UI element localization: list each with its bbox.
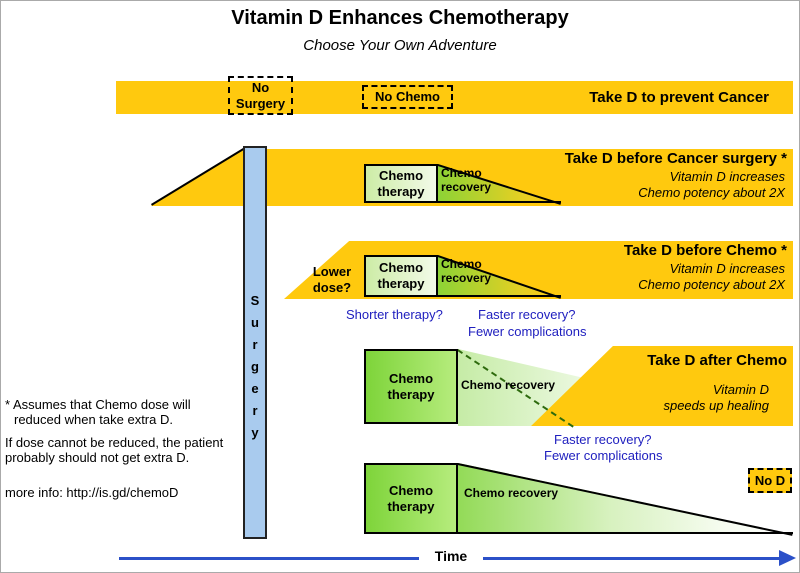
before-chemo-recovery-label: Chemo recovery: [441, 257, 492, 286]
no-surgery-box: No Surgery: [228, 76, 293, 115]
before-chemo-chemo-label: Chemo therapy: [377, 260, 425, 291]
time-axis-label: Time: [419, 546, 483, 566]
footnote-line-4: probably should not get extra D.: [5, 450, 190, 465]
no-d-recovery-base-line: [458, 532, 793, 534]
before-surgery-chemo-label: Chemo therapy: [377, 167, 425, 199]
before-surgery-chemo-box: Chemo therapy: [364, 164, 438, 203]
after-chemo-note-line2: speeds up healing: [663, 398, 769, 413]
question-faster-recovery-2: Faster recovery?: [554, 432, 652, 447]
time-arrowhead-icon: [779, 550, 796, 566]
footnote-line-3: If dose cannot be reduced, the patient: [5, 435, 224, 450]
no-d-chemo-box: Chemo therapy: [364, 463, 458, 534]
no-d-box: No D: [748, 468, 792, 493]
no-chemo-label: No Chemo: [375, 89, 440, 105]
before-chemo-note: Vitamin D increases Chemo potency about …: [638, 261, 785, 293]
before-chemo-recovery-base-line: [438, 295, 561, 297]
before-chemo-chemo-box: Chemo therapy: [364, 255, 438, 297]
after-chemo-chemo-box: Chemo therapy: [364, 349, 458, 424]
after-chemo-title: Take D after Chemo: [647, 352, 787, 369]
after-chemo-chemo-label: Chemo therapy: [387, 370, 435, 402]
page-title: Vitamin D Enhances Chemotherapy: [231, 7, 569, 29]
before-surgery-title: Take D before Cancer surgery *: [564, 150, 787, 167]
more-info-url[interactable]: http://is.gd/chemoD: [66, 485, 179, 500]
before-surgery-note-line2: Chemo potency about 2X: [638, 185, 785, 200]
before-chemo-title: Take D before Chemo *: [623, 242, 787, 259]
page-subtitle: Choose Your Own Adventure: [303, 37, 497, 54]
before-chemo-note-line1: Vitamin D increases: [669, 261, 785, 276]
before-surgery-recovery-label: Chemo recovery: [441, 166, 492, 195]
before-chemo-note-line2: Chemo potency about 2X: [638, 277, 785, 292]
before-surgery-recovery-base-line: [438, 201, 561, 203]
surgery-bar-label: Surgery: [247, 293, 263, 447]
lower-dose-label: Lower dose?: [312, 264, 352, 295]
prevent-cancer-title: Take D to prevent Cancer: [589, 89, 769, 106]
footnote-line-1: * Assumes that Chemo dose will: [5, 397, 191, 412]
after-chemo-note-line1: Vitamin D: [712, 382, 769, 397]
question-fewer-complications-2: Fewer complications: [544, 448, 663, 463]
more-info-line: more info: http://is.gd/chemoD: [5, 485, 178, 500]
question-faster-recovery-1: Faster recovery?: [478, 307, 576, 322]
after-chemo-note: Vitamin D speeds up healing: [663, 382, 769, 414]
no-d-recovery-label: Chemo recovery: [464, 486, 559, 500]
no-chemo-box: No Chemo: [362, 85, 453, 109]
more-info-label: more info:: [5, 485, 67, 500]
no-surgery-label: No Surgery: [235, 79, 286, 111]
before-surgery-note: Vitamin D increases Chemo potency about …: [638, 169, 785, 201]
surgery-bar: Surgery: [243, 146, 267, 539]
before-surgery-note-line1: Vitamin D increases: [669, 169, 785, 184]
after-chemo-recovery-label: Chemo recovery: [461, 378, 556, 392]
question-fewer-complications-1: Fewer complications: [468, 324, 587, 339]
footnote-line-2: reduced when take extra D.: [14, 412, 173, 427]
no-d-label: No D: [754, 472, 786, 488]
no-d-chemo-label: Chemo therapy: [387, 482, 435, 514]
question-shorter-therapy: Shorter therapy?: [346, 307, 443, 322]
